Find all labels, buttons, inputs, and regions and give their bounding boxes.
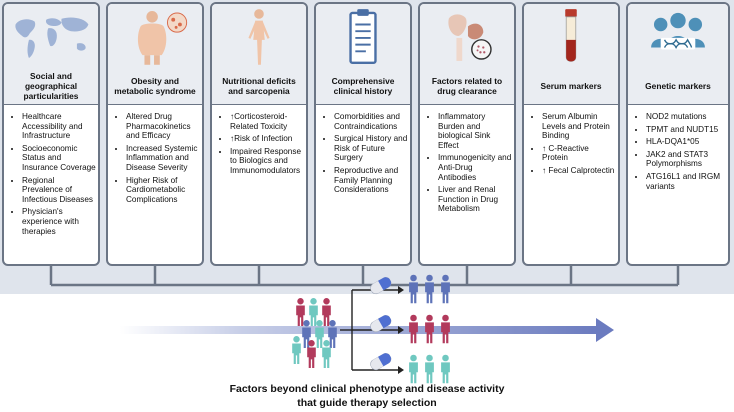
- card-social: Social and geographical particularities …: [2, 2, 100, 266]
- obese-person-icon: [137, 11, 188, 65]
- card-header: Comprehensive clinical history: [316, 4, 410, 105]
- list-item: ↑ C-Reactive Protein: [542, 144, 616, 163]
- card-title: Serum markers: [540, 81, 602, 91]
- bullet-list: Comorbidities and Contraindications Surg…: [322, 112, 408, 198]
- organs-icon: [448, 14, 492, 61]
- card-header: Social and geographical particularities: [4, 4, 98, 105]
- list-item: Impaired Response to Biologics and Immun…: [230, 147, 304, 176]
- card-header: Obesity and metabolic syndrome: [108, 4, 202, 105]
- pill-icon: [368, 275, 394, 296]
- card-title: Obesity and metabolic syndrome: [114, 76, 196, 96]
- list-item: Physician's experience with therapies: [22, 207, 96, 236]
- card-header: Serum markers: [524, 4, 618, 105]
- card-title: Genetic markers: [645, 81, 711, 91]
- card-header: Factors related to drug clearance: [420, 4, 514, 105]
- card-title: Factors related to drug clearance: [431, 76, 503, 96]
- bullet-list: Inflammatory Burden and biological Sink …: [426, 112, 512, 217]
- card-history: Comprehensive clinical history Comorbidi…: [314, 2, 412, 266]
- caption-line-1: Factors beyond clinical phenotype and di…: [229, 383, 505, 395]
- card-nutrition: Nutritional deficits and sarcopenia ↑Cor…: [210, 2, 308, 266]
- list-item: Increased Systemic Inflammation and Dise…: [126, 144, 200, 173]
- card-genetic: Genetic markers NOD2 mutations TPMT and …: [626, 2, 730, 266]
- thin-person-icon: [248, 9, 270, 65]
- genetics-people-icon: [651, 12, 705, 50]
- red-patient-group-icon: [409, 314, 450, 344]
- branch-arrowhead: [398, 326, 404, 334]
- arrow-head: [596, 318, 614, 342]
- list-item: ATG16L1 and IRGM variants: [646, 172, 726, 191]
- card-header: Nutritional deficits and sarcopenia: [212, 4, 306, 105]
- branch-arrowhead: [398, 366, 404, 374]
- bracket-connector: [49, 266, 680, 287]
- list-item: JAK2 and STAT3 Polymorphisms: [646, 150, 726, 169]
- list-item: Comorbidities and Contraindications: [334, 112, 408, 131]
- card-clearance: Factors related to drug clearance Inflam…: [418, 2, 516, 266]
- bullet-list: ↑Corticosteroid-Related Toxicity ↑Risk o…: [218, 112, 304, 179]
- list-item: Reproductive and Family Planning Conside…: [334, 166, 408, 195]
- list-item: ↑Risk of Infection: [230, 134, 304, 144]
- card-title: Comprehensive clinical history: [331, 76, 395, 96]
- card-obesity: Obesity and metabolic syndrome Altered D…: [106, 2, 204, 266]
- bullet-list: Serum Albumin Levels and Protein Binding…: [530, 112, 616, 179]
- caption-line-2: that guide therapy selection: [297, 397, 437, 409]
- card-serum: Serum markers Serum Albumin Levels and P…: [522, 2, 620, 266]
- card-title: Nutritional deficits and sarcopenia: [222, 76, 296, 96]
- list-item: Regional Prevalence of Infectious Diseas…: [22, 176, 96, 205]
- bullet-list: Altered Drug Pharmacokinetics and Effica…: [114, 112, 200, 207]
- teal-patient-group-icon: [409, 354, 450, 384]
- list-item: ↑Corticosteroid-Related Toxicity: [230, 112, 304, 131]
- world-map-icon: [15, 17, 89, 59]
- bullet-list: Healthcare Accessibility and Infrastruct…: [10, 112, 96, 239]
- card-title: Social and geographical particularities: [23, 71, 79, 101]
- bullet-list: NOD2 mutations TPMT and NUDT15 HLA-DQA1*…: [634, 112, 726, 194]
- list-item: ↑ Fecal Calprotectin: [542, 166, 616, 176]
- branch-arrowhead: [398, 286, 404, 294]
- list-item: Surgical History and Risk of Future Surg…: [334, 134, 408, 163]
- list-item: Immunogenicity and Anti-Drug Antibodies: [438, 153, 512, 182]
- list-item: TPMT and NUDT15: [646, 125, 726, 135]
- list-item: Altered Drug Pharmacokinetics and Effica…: [126, 112, 200, 141]
- list-item: Liver and Renal Function in Drug Metabol…: [438, 185, 512, 214]
- clipboard-icon: [349, 9, 377, 65]
- list-item: Serum Albumin Levels and Protein Binding: [542, 112, 616, 141]
- list-item: Higher Risk of Cardiometabolic Complicat…: [126, 176, 200, 205]
- list-item: Socioeconomic Status and Insurance Cover…: [22, 144, 96, 173]
- card-header: Genetic markers: [628, 4, 728, 105]
- list-item: NOD2 mutations: [646, 112, 726, 122]
- list-item: Healthcare Accessibility and Infrastruct…: [22, 112, 96, 141]
- blue-patient-group-icon: [409, 274, 450, 304]
- pill-icon: [368, 351, 394, 372]
- list-item: HLA-DQA1*05: [646, 137, 726, 147]
- list-item: Inflammatory Burden and biological Sink …: [438, 112, 512, 150]
- blood-tube-icon: [565, 9, 577, 62]
